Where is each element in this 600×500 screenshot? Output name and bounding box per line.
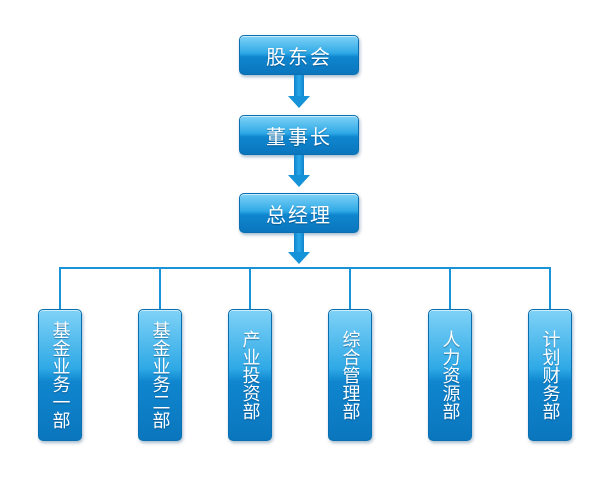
department-label: 基金业务一部	[49, 321, 71, 429]
shareholders-label: 股东会	[266, 44, 332, 69]
department-box-general-admin: 综合管理部	[328, 309, 372, 441]
department-label: 人力资源部	[439, 330, 461, 420]
department-label: 基金业务二部	[149, 321, 171, 429]
department-box-fund-2: 基金业务二部	[138, 309, 182, 441]
department-box-fund-1: 基金业务一部	[38, 309, 82, 441]
drop-line-fund-2	[159, 267, 161, 309]
arrow-chairman-to-gm-icon	[288, 175, 310, 187]
arrow-shareholders-to-chairman-shaft	[294, 75, 304, 97]
department-box-industry-investment: 产业投资部	[228, 309, 272, 441]
shareholders-box: 股东会	[239, 35, 359, 75]
arrow-chairman-to-gm-shaft	[294, 155, 304, 176]
drop-line-fund-1	[59, 267, 61, 309]
department-box-planning-finance: 计划财务部	[528, 309, 572, 441]
department-box-human-resources: 人力资源部	[428, 309, 472, 441]
drop-line-finance	[549, 267, 551, 309]
chairman-box: 董事长	[239, 115, 359, 155]
department-label: 产业投资部	[239, 330, 261, 420]
general-manager-box: 总经理	[239, 193, 359, 233]
arrow-gm-to-departments-icon	[288, 252, 310, 264]
general-manager-label: 总经理	[266, 202, 332, 227]
arrow-shareholders-to-chairman-icon	[288, 96, 310, 108]
department-label: 计划财务部	[539, 330, 561, 420]
chairman-label: 董事长	[266, 124, 332, 149]
drop-line-admin	[349, 267, 351, 309]
department-bus-line	[59, 267, 551, 269]
drop-line-hr	[449, 267, 451, 309]
department-label: 综合管理部	[339, 330, 361, 420]
arrow-gm-to-departments-shaft	[294, 233, 304, 253]
drop-line-industry	[249, 267, 251, 309]
